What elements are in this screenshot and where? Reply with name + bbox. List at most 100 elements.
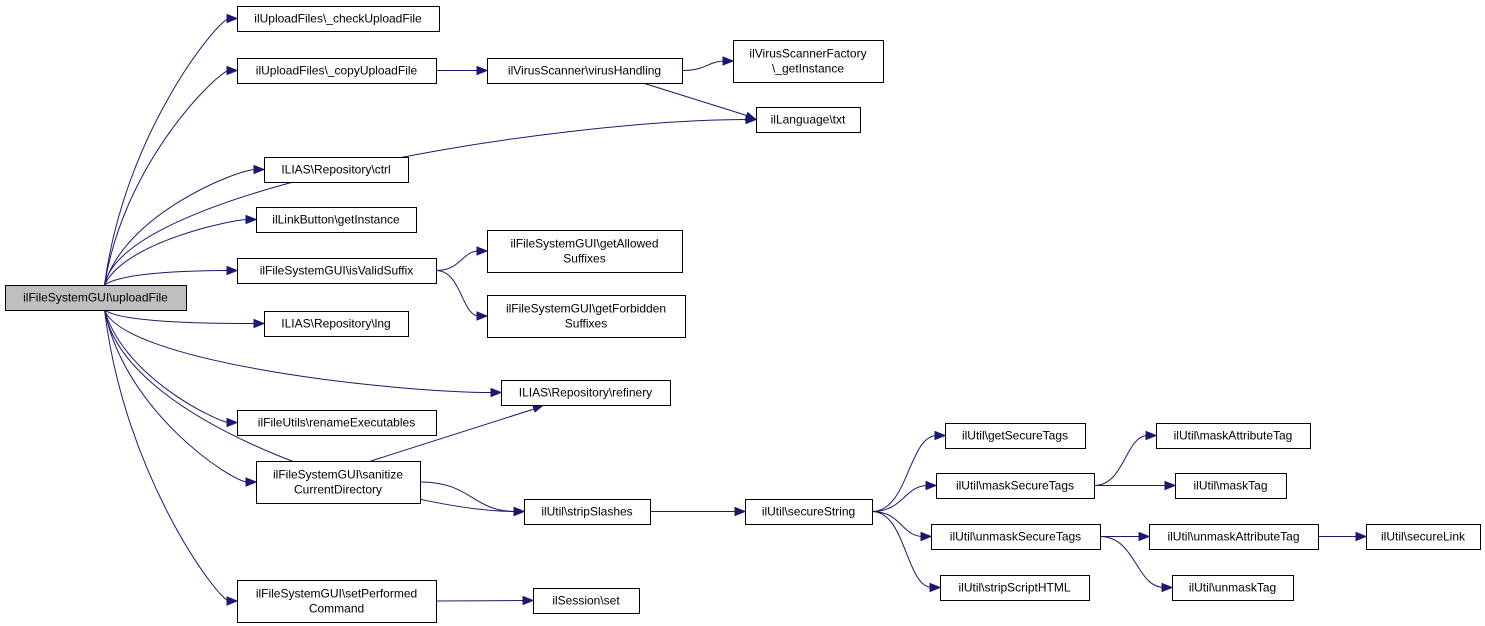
- node-unmask-tag[interactable]: ilUtil\unmaskTag: [1172, 575, 1294, 601]
- node-mask-tag[interactable]: ilUtil\maskTag: [1175, 473, 1287, 499]
- arrowhead-icon: [1355, 531, 1368, 542]
- node-box: [524, 499, 651, 525]
- node-label: ilLinkButton\getInstance: [272, 213, 400, 227]
- node-label: ILIAS\Repository\ctrl: [281, 163, 390, 177]
- node-label: ilUtil\unmaskSecureTags: [950, 530, 1081, 544]
- arrowhead-icon: [1138, 531, 1151, 542]
- node-refinery[interactable]: ILIAS\Repository\refinery: [501, 380, 671, 406]
- node-box: [940, 575, 1090, 601]
- node-label: ilUtil\maskTag: [1193, 479, 1267, 493]
- node-is-valid-suffix[interactable]: ilFileSystemGUI\isValidSuffix: [237, 258, 437, 284]
- node-label: ilLanguage\txt: [771, 113, 846, 127]
- edge-secure-string-to-mask-secure-tags: [871, 485, 929, 512]
- node-box: [487, 295, 686, 338]
- node-label: ilFileSystemGUI\uploadFile: [23, 291, 168, 305]
- arrowhead-icon: [476, 65, 489, 76]
- arrowhead-icon: [245, 477, 258, 487]
- node-box: [733, 40, 884, 83]
- edge-upload-file-to-ctrl: [104, 169, 257, 286]
- edge-upload-file-to-link-button: [104, 219, 249, 286]
- node-strip-script-html[interactable]: ilUtil\stripScriptHTML: [940, 575, 1090, 601]
- node-get-secure-tags[interactable]: ilUtil\getSecureTags: [945, 423, 1086, 449]
- arrowhead-icon: [925, 480, 938, 491]
- arrowhead-icon: [722, 56, 735, 66]
- node-box: [931, 524, 1101, 550]
- node-secure-string[interactable]: ilUtil\secureString: [745, 499, 873, 525]
- edge-is-valid-suffix-to-forbidden-suffixes: [435, 270, 480, 317]
- node-label: ilFileUtils\renameExecutables: [258, 416, 415, 430]
- node-label: ILIAS\Repository\refinery: [519, 386, 652, 400]
- node-copy-upload-file[interactable]: ilUploadFiles\_copyUploadFile: [237, 58, 437, 84]
- arrowhead-icon: [476, 246, 489, 256]
- arrowhead-icon: [744, 111, 758, 121]
- node-unmask-secure-tags[interactable]: ilUtil\unmaskSecureTags: [931, 524, 1101, 550]
- node-virus-handling[interactable]: ilVirusScanner\virusHandling: [487, 58, 683, 84]
- node-box: [237, 6, 440, 32]
- node-label: ilUtil\unmaskTag: [1189, 581, 1276, 595]
- node-box: [487, 230, 683, 273]
- node-label: ilUtil\maskAttributeTag: [1174, 429, 1293, 443]
- node-box: [945, 423, 1086, 449]
- node-box: [756, 107, 861, 133]
- edge-set-performed-to-session-set: [435, 600, 526, 602]
- node-box: [237, 58, 437, 84]
- node-box: [533, 588, 640, 614]
- node-get-instance-vsf[interactable]: ilVirusScannerFactory\_getInstance: [733, 40, 884, 83]
- node-mask-secure-tags[interactable]: ilUtil\maskSecureTags: [936, 473, 1095, 499]
- arrowhead-icon: [1161, 582, 1174, 593]
- node-label: ilUtil\secureString: [762, 505, 855, 519]
- edge-upload-file-to-set-performed: [104, 309, 230, 602]
- node-label: ilVirusScanner\virusHandling: [508, 64, 661, 78]
- graph-nodes: ilFileSystemGUI\uploadFile ilUploadFiles\…: [5, 6, 1481, 623]
- arrowhead-icon: [1145, 430, 1158, 441]
- node-strip-slashes[interactable]: ilUtil\stripSlashes: [524, 499, 651, 525]
- node-secure-link[interactable]: ilUtil\secureLink: [1366, 524, 1481, 550]
- node-box: [487, 58, 683, 84]
- node-check-upload-file[interactable]: ilUploadFiles\_checkUploadFile: [237, 6, 440, 32]
- node-label: CurrentDirectory: [294, 483, 382, 497]
- arrowhead-icon: [490, 387, 503, 398]
- arrowhead-icon: [226, 417, 239, 428]
- node-unmask-attribute-tag[interactable]: ilUtil\unmaskAttributeTag: [1149, 524, 1319, 550]
- node-lng[interactable]: ILIAS\Repository\lng: [264, 311, 409, 337]
- arrowhead-icon: [245, 214, 258, 225]
- edge-upload-file-to-copy-upload-file: [104, 70, 230, 286]
- node-label: ilUtil\stripSlashes: [541, 505, 632, 519]
- node-upload-file[interactable]: ilFileSystemGUI\uploadFile: [5, 285, 187, 311]
- node-box: [264, 157, 409, 183]
- node-mask-attribute-tag[interactable]: ilUtil\maskAttributeTag: [1156, 423, 1311, 449]
- node-link-button[interactable]: ilLinkButton\getInstance: [256, 207, 417, 233]
- node-label: ilSession\set: [552, 594, 620, 608]
- edge-sanitize-dir-to-refinery: [370, 407, 538, 462]
- node-box: [237, 410, 437, 436]
- node-session-set[interactable]: ilSession\set: [533, 588, 640, 614]
- node-label: ilVirusScannerFactory: [749, 47, 866, 61]
- node-rename-executables[interactable]: ilFileUtils\renameExecutables: [237, 410, 437, 436]
- node-box: [256, 461, 421, 504]
- node-label: ilUtil\secureLink: [1381, 530, 1466, 544]
- node-ctrl[interactable]: ILIAS\Repository\ctrl: [264, 157, 409, 183]
- node-label: Suffixes: [565, 317, 607, 331]
- edge-upload-file-to-check-upload-file: [104, 18, 230, 286]
- edge-upload-file-to-refinery: [104, 309, 494, 393]
- arrowhead-icon: [226, 265, 239, 276]
- node-label: ilFileSystemGUI\getForbidden: [506, 302, 666, 316]
- edge-secure-string-to-unmask-secure-tags: [871, 511, 924, 537]
- edge-mask-secure-tags-to-mask-attribute-tag: [1093, 435, 1149, 486]
- edge-virus-handling-to-txt: [642, 82, 751, 117]
- node-label: \_getInstance: [772, 62, 844, 76]
- node-txt[interactable]: ilLanguage\txt: [756, 107, 861, 133]
- arrowhead-icon: [253, 318, 266, 329]
- edge-sanitize-dir-to-strip-slashes: [419, 481, 517, 512]
- node-label: ILIAS\Repository\lng: [281, 317, 390, 331]
- node-box: [5, 285, 187, 311]
- edge-secure-string-to-strip-script-html: [871, 511, 933, 588]
- node-label: ilFileSystemGUI\setPerformed: [256, 587, 417, 601]
- node-box: [237, 580, 437, 623]
- arrowhead-icon: [253, 164, 266, 175]
- node-box: [256, 207, 417, 233]
